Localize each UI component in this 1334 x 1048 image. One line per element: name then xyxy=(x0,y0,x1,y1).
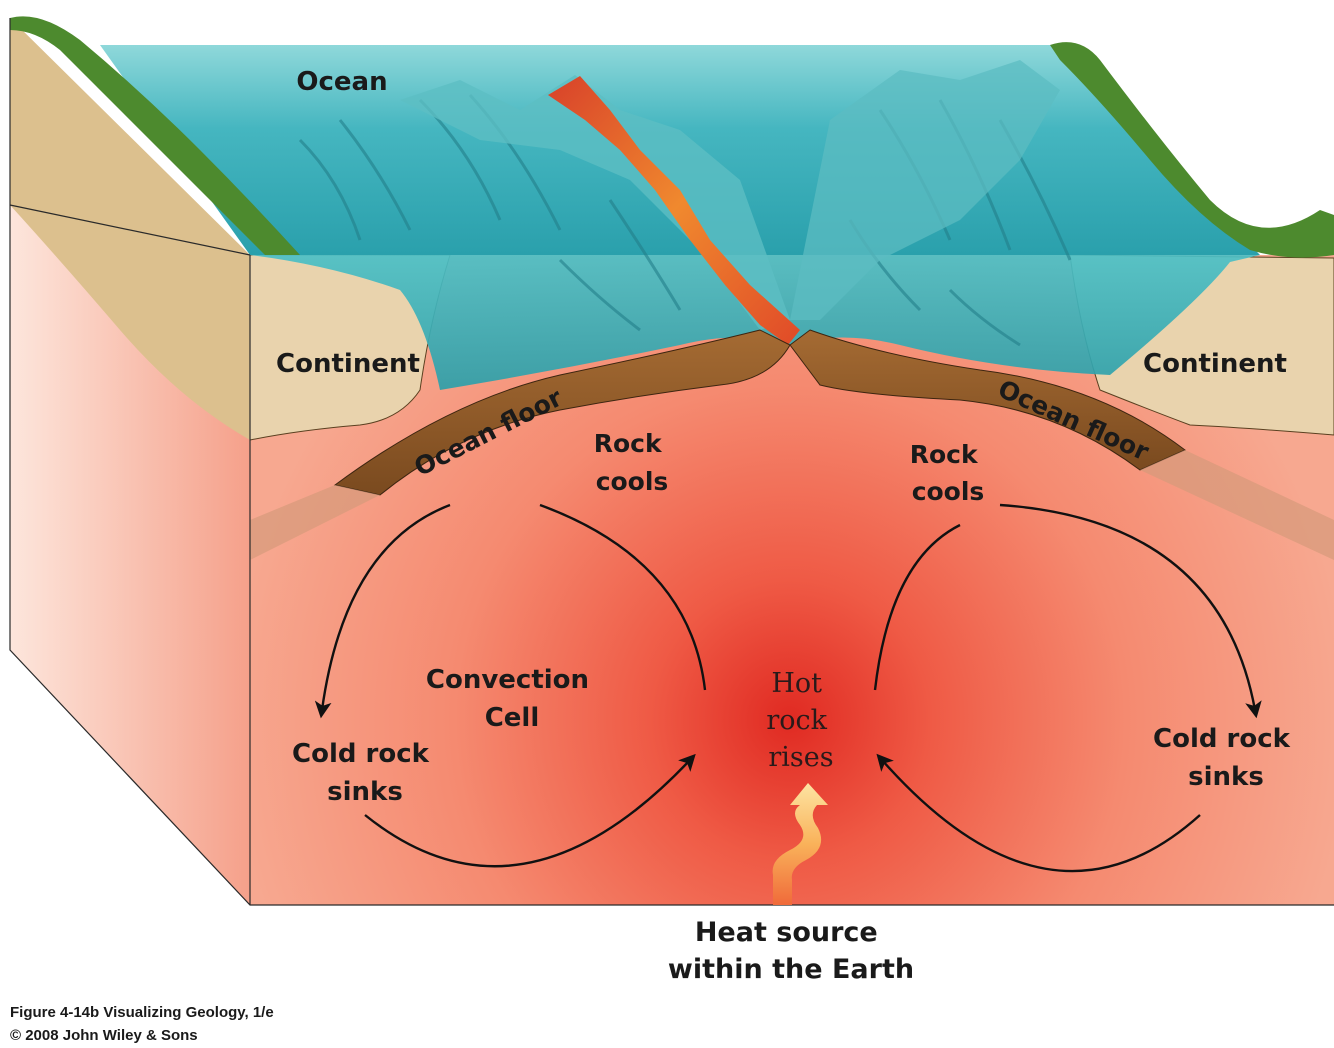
convection-arrow-right-bottom xyxy=(876,753,1201,873)
vegetation-right xyxy=(1050,42,1334,258)
ocean-label: Ocean xyxy=(296,67,387,97)
hot-rock-rises-label: Hot rock rises xyxy=(766,668,835,773)
rock-cools-left-label: Rock cools xyxy=(594,429,671,496)
ridge-mountains-right xyxy=(790,60,1060,320)
vegetation-left xyxy=(10,16,300,255)
convection-arrow-right-top xyxy=(999,503,1262,719)
ocean-floor-crust-left xyxy=(333,329,791,496)
heat-rising-arrow xyxy=(772,783,828,905)
ocean-floor-crust-right xyxy=(789,329,1186,471)
mid-ocean-ridge xyxy=(548,76,800,345)
ridge-mountains xyxy=(400,75,790,330)
subducting-slab-left xyxy=(250,485,380,560)
cold-rock-sinks-right-label: Cold rock sinks xyxy=(1153,724,1299,792)
heat-source-label: Heat source within the Earth xyxy=(668,917,914,985)
convection-arrow-left-top xyxy=(314,503,451,719)
cold-rock-sinks-left-label: Cold rock sinks xyxy=(292,739,438,807)
rock-cools-right-label: Rock cools xyxy=(910,440,987,506)
convection-cell-label: Convection Cell xyxy=(426,665,598,733)
convection-arrow-left-bottom xyxy=(364,753,696,868)
continent-right-label: Continent xyxy=(1143,349,1287,379)
subducting-slab-right xyxy=(1140,450,1334,560)
figure-caption-line1: Figure 4-14b Visualizing Geology, 1/e xyxy=(10,1004,274,1021)
continent-left-label: Continent xyxy=(276,349,420,379)
continent-side-face xyxy=(10,18,250,440)
convection-arrow-left-right xyxy=(539,503,707,691)
figure-caption-line2: © 2008 John Wiley & Sons xyxy=(10,1027,198,1044)
convection-arrow-right-left xyxy=(873,523,961,691)
